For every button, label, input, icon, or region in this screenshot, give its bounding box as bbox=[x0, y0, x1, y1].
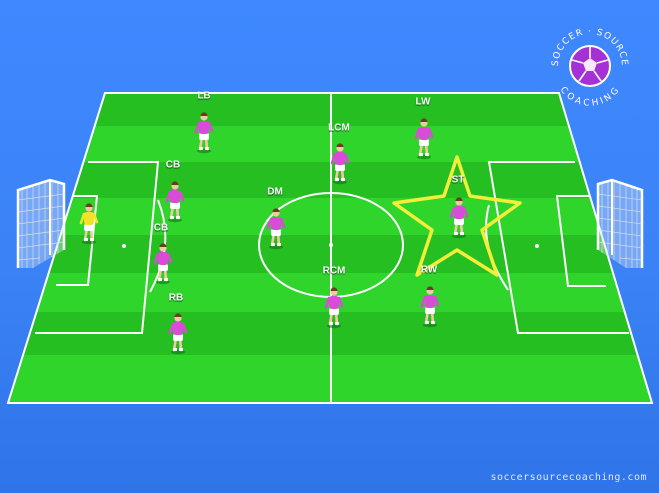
pitch-markings bbox=[6, 92, 654, 404]
soccer-source-logo: SOCCER · SOURCE COACHING bbox=[551, 27, 628, 108]
website-watermark: soccersourcecoaching.com bbox=[490, 472, 647, 483]
label-cb-bottom: CB bbox=[153, 222, 169, 234]
label-rw: RW bbox=[420, 264, 438, 276]
goalkeeper-figure bbox=[79, 203, 99, 245]
player-cb-top bbox=[165, 181, 185, 223]
right-goal bbox=[596, 178, 644, 268]
label-lcm: LCM bbox=[328, 122, 350, 134]
player-cb-bottom bbox=[153, 243, 173, 285]
logo-text-bottom: COACHING bbox=[558, 85, 621, 108]
player-lw bbox=[414, 118, 434, 160]
label-lw: LW bbox=[415, 96, 431, 108]
center-spot bbox=[329, 243, 333, 247]
label-dm: DM bbox=[267, 186, 283, 198]
label-lb: LB bbox=[197, 90, 211, 102]
player-st bbox=[449, 197, 469, 239]
player-rw bbox=[420, 286, 440, 328]
label-rcm: RCM bbox=[322, 265, 346, 277]
left-penalty-spot bbox=[122, 244, 126, 248]
player-lcm bbox=[330, 143, 350, 185]
player-dm bbox=[266, 208, 286, 250]
left-goal bbox=[16, 178, 66, 268]
striker-highlight-star bbox=[392, 155, 522, 277]
players-layer bbox=[79, 112, 469, 355]
right-penalty-spot bbox=[535, 244, 539, 248]
player-rcm bbox=[324, 287, 344, 329]
label-rb: RB bbox=[168, 292, 184, 304]
label-cb-top: CB bbox=[165, 159, 181, 171]
player-lb bbox=[194, 112, 214, 154]
svg-text:COACHING: COACHING bbox=[558, 85, 623, 108]
player-rb bbox=[168, 313, 188, 355]
label-st: ST bbox=[451, 174, 465, 186]
soccer-ball-icon bbox=[569, 45, 611, 87]
